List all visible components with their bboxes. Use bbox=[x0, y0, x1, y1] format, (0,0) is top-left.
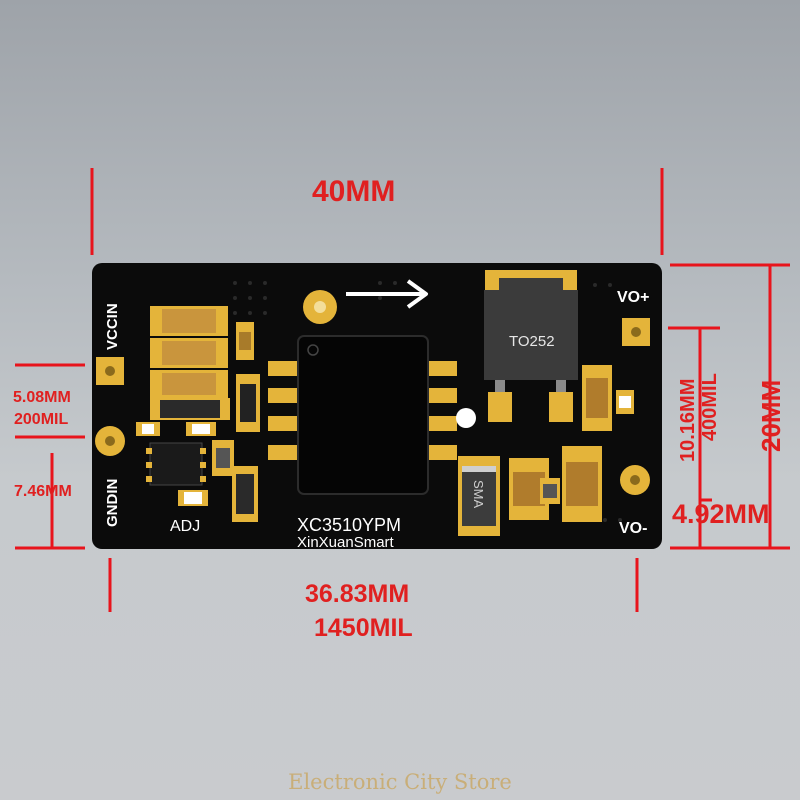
main-ic-body bbox=[297, 335, 429, 495]
vo-spacing-mil-label: 400MIL bbox=[699, 373, 721, 441]
sma-diode bbox=[458, 456, 500, 536]
pin-pitch-mil-label: 1450MIL bbox=[314, 614, 413, 642]
pin-spacing-mil-label: 200MIL bbox=[14, 411, 68, 428]
to252-label: TO252 bbox=[509, 333, 555, 350]
vo-offset-label: 4.92MM bbox=[672, 499, 770, 529]
main-ic-leads bbox=[268, 361, 457, 460]
small-components-left bbox=[136, 322, 260, 522]
brand-label: XinXuanSmart bbox=[297, 534, 395, 551]
to252-leads bbox=[488, 380, 573, 422]
height-right-label: 20MM bbox=[756, 380, 786, 452]
to252-notch bbox=[499, 278, 563, 292]
dimension-lines bbox=[15, 168, 790, 612]
to252-body bbox=[484, 290, 578, 380]
vo-plus-hole bbox=[631, 327, 641, 337]
store-watermark: Electronic City Store bbox=[288, 770, 512, 794]
vo-plus-label: VO+ bbox=[617, 289, 649, 306]
pin1-marker bbox=[307, 344, 319, 356]
gnd-offset-label: 7.46MM bbox=[14, 483, 72, 500]
output-capacitors bbox=[509, 365, 634, 522]
vo-minus-hole bbox=[630, 475, 640, 485]
diode-label: SMA bbox=[471, 480, 486, 509]
gndin-label: GNDIN bbox=[104, 479, 121, 527]
gndin-hole bbox=[105, 436, 115, 446]
chip-label: XC3510YPM bbox=[297, 515, 401, 535]
width-top-label: 40MM bbox=[312, 175, 395, 208]
pin-pitch-mm-label: 36.83MM bbox=[305, 580, 409, 608]
ic-side-pad bbox=[456, 408, 476, 428]
pin-spacing-mm-label: 5.08MM bbox=[13, 389, 71, 406]
vo-minus-label: VO- bbox=[619, 520, 647, 537]
arrow-icon bbox=[346, 279, 428, 309]
adj-label: ADJ bbox=[170, 518, 200, 535]
mount-hole bbox=[314, 301, 326, 313]
vo-spacing-mm-label: 10.16MM bbox=[677, 379, 699, 462]
input-capacitor-bank bbox=[150, 306, 228, 398]
vccin-label: VCCIN bbox=[104, 303, 121, 350]
vccin-hole bbox=[105, 366, 115, 376]
